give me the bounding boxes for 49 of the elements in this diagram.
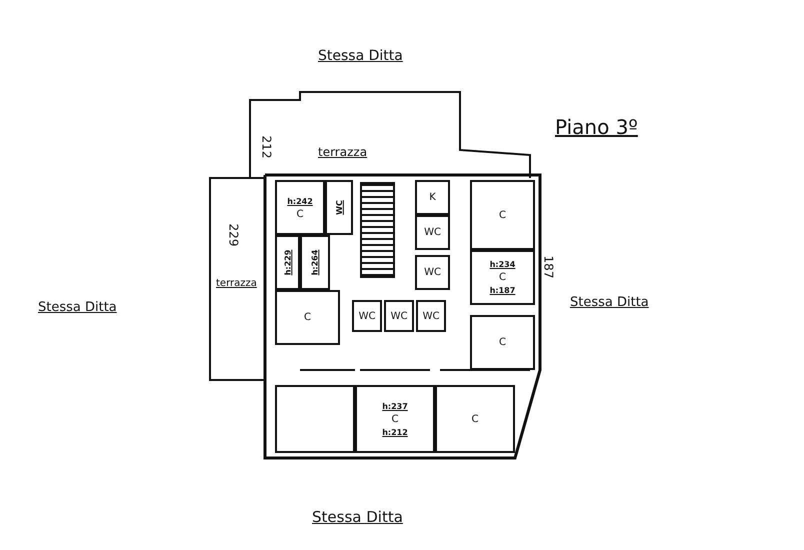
room	[416, 300, 446, 332]
ceiling-height-label: h:187	[490, 285, 516, 296]
room	[415, 215, 450, 250]
ceiling-height-label: h:237	[382, 400, 408, 412]
room	[275, 290, 340, 345]
room	[435, 385, 515, 453]
staircase-drawing	[360, 182, 395, 278]
floor-title: Piano 3º	[555, 115, 638, 139]
terrace-label: terrazza	[216, 278, 257, 289]
neighbor-label: Stessa Ditta	[312, 508, 403, 526]
ceiling-height-label: h:234	[490, 259, 516, 270]
room-label: C	[499, 210, 506, 220]
ceiling-height-label: WC	[334, 200, 344, 215]
room	[275, 235, 300, 290]
room	[470, 315, 535, 370]
dimension-label: 187	[541, 256, 556, 278]
room-label: WC	[358, 310, 376, 322]
ceiling-height-label: h:264	[310, 250, 320, 276]
room-label: WC	[424, 227, 441, 238]
room	[352, 300, 382, 332]
room	[275, 180, 325, 235]
room-label: C	[499, 337, 506, 348]
room-label: WC	[390, 310, 408, 322]
room	[355, 385, 435, 453]
room	[470, 250, 535, 305]
ceiling-height-label: h:229	[282, 250, 293, 276]
ceiling-height-label: h:212	[382, 426, 408, 438]
room-label: C	[304, 312, 311, 323]
room	[470, 180, 535, 250]
room-label: C	[499, 272, 506, 283]
room	[384, 300, 414, 332]
room-label: C	[392, 414, 398, 424]
room	[415, 255, 450, 290]
room-label: C	[296, 208, 304, 220]
room	[300, 235, 330, 290]
room-label: WC	[424, 267, 441, 278]
room	[325, 180, 353, 235]
ceiling-height-label: h:242	[287, 196, 313, 206]
dimension-label: 212	[259, 136, 274, 158]
terrace-label: terrazza	[318, 145, 368, 159]
room	[275, 385, 355, 453]
neighbor-label: Stessa Ditta	[318, 48, 403, 64]
dimension-label: 229	[226, 224, 240, 246]
neighbor-label: Stessa Ditta	[570, 295, 649, 310]
room-label: K	[429, 192, 436, 203]
room-label: C	[472, 414, 478, 424]
room-label: WC	[422, 310, 440, 322]
room	[415, 180, 450, 215]
neighbor-label: Stessa Ditta	[38, 300, 117, 315]
